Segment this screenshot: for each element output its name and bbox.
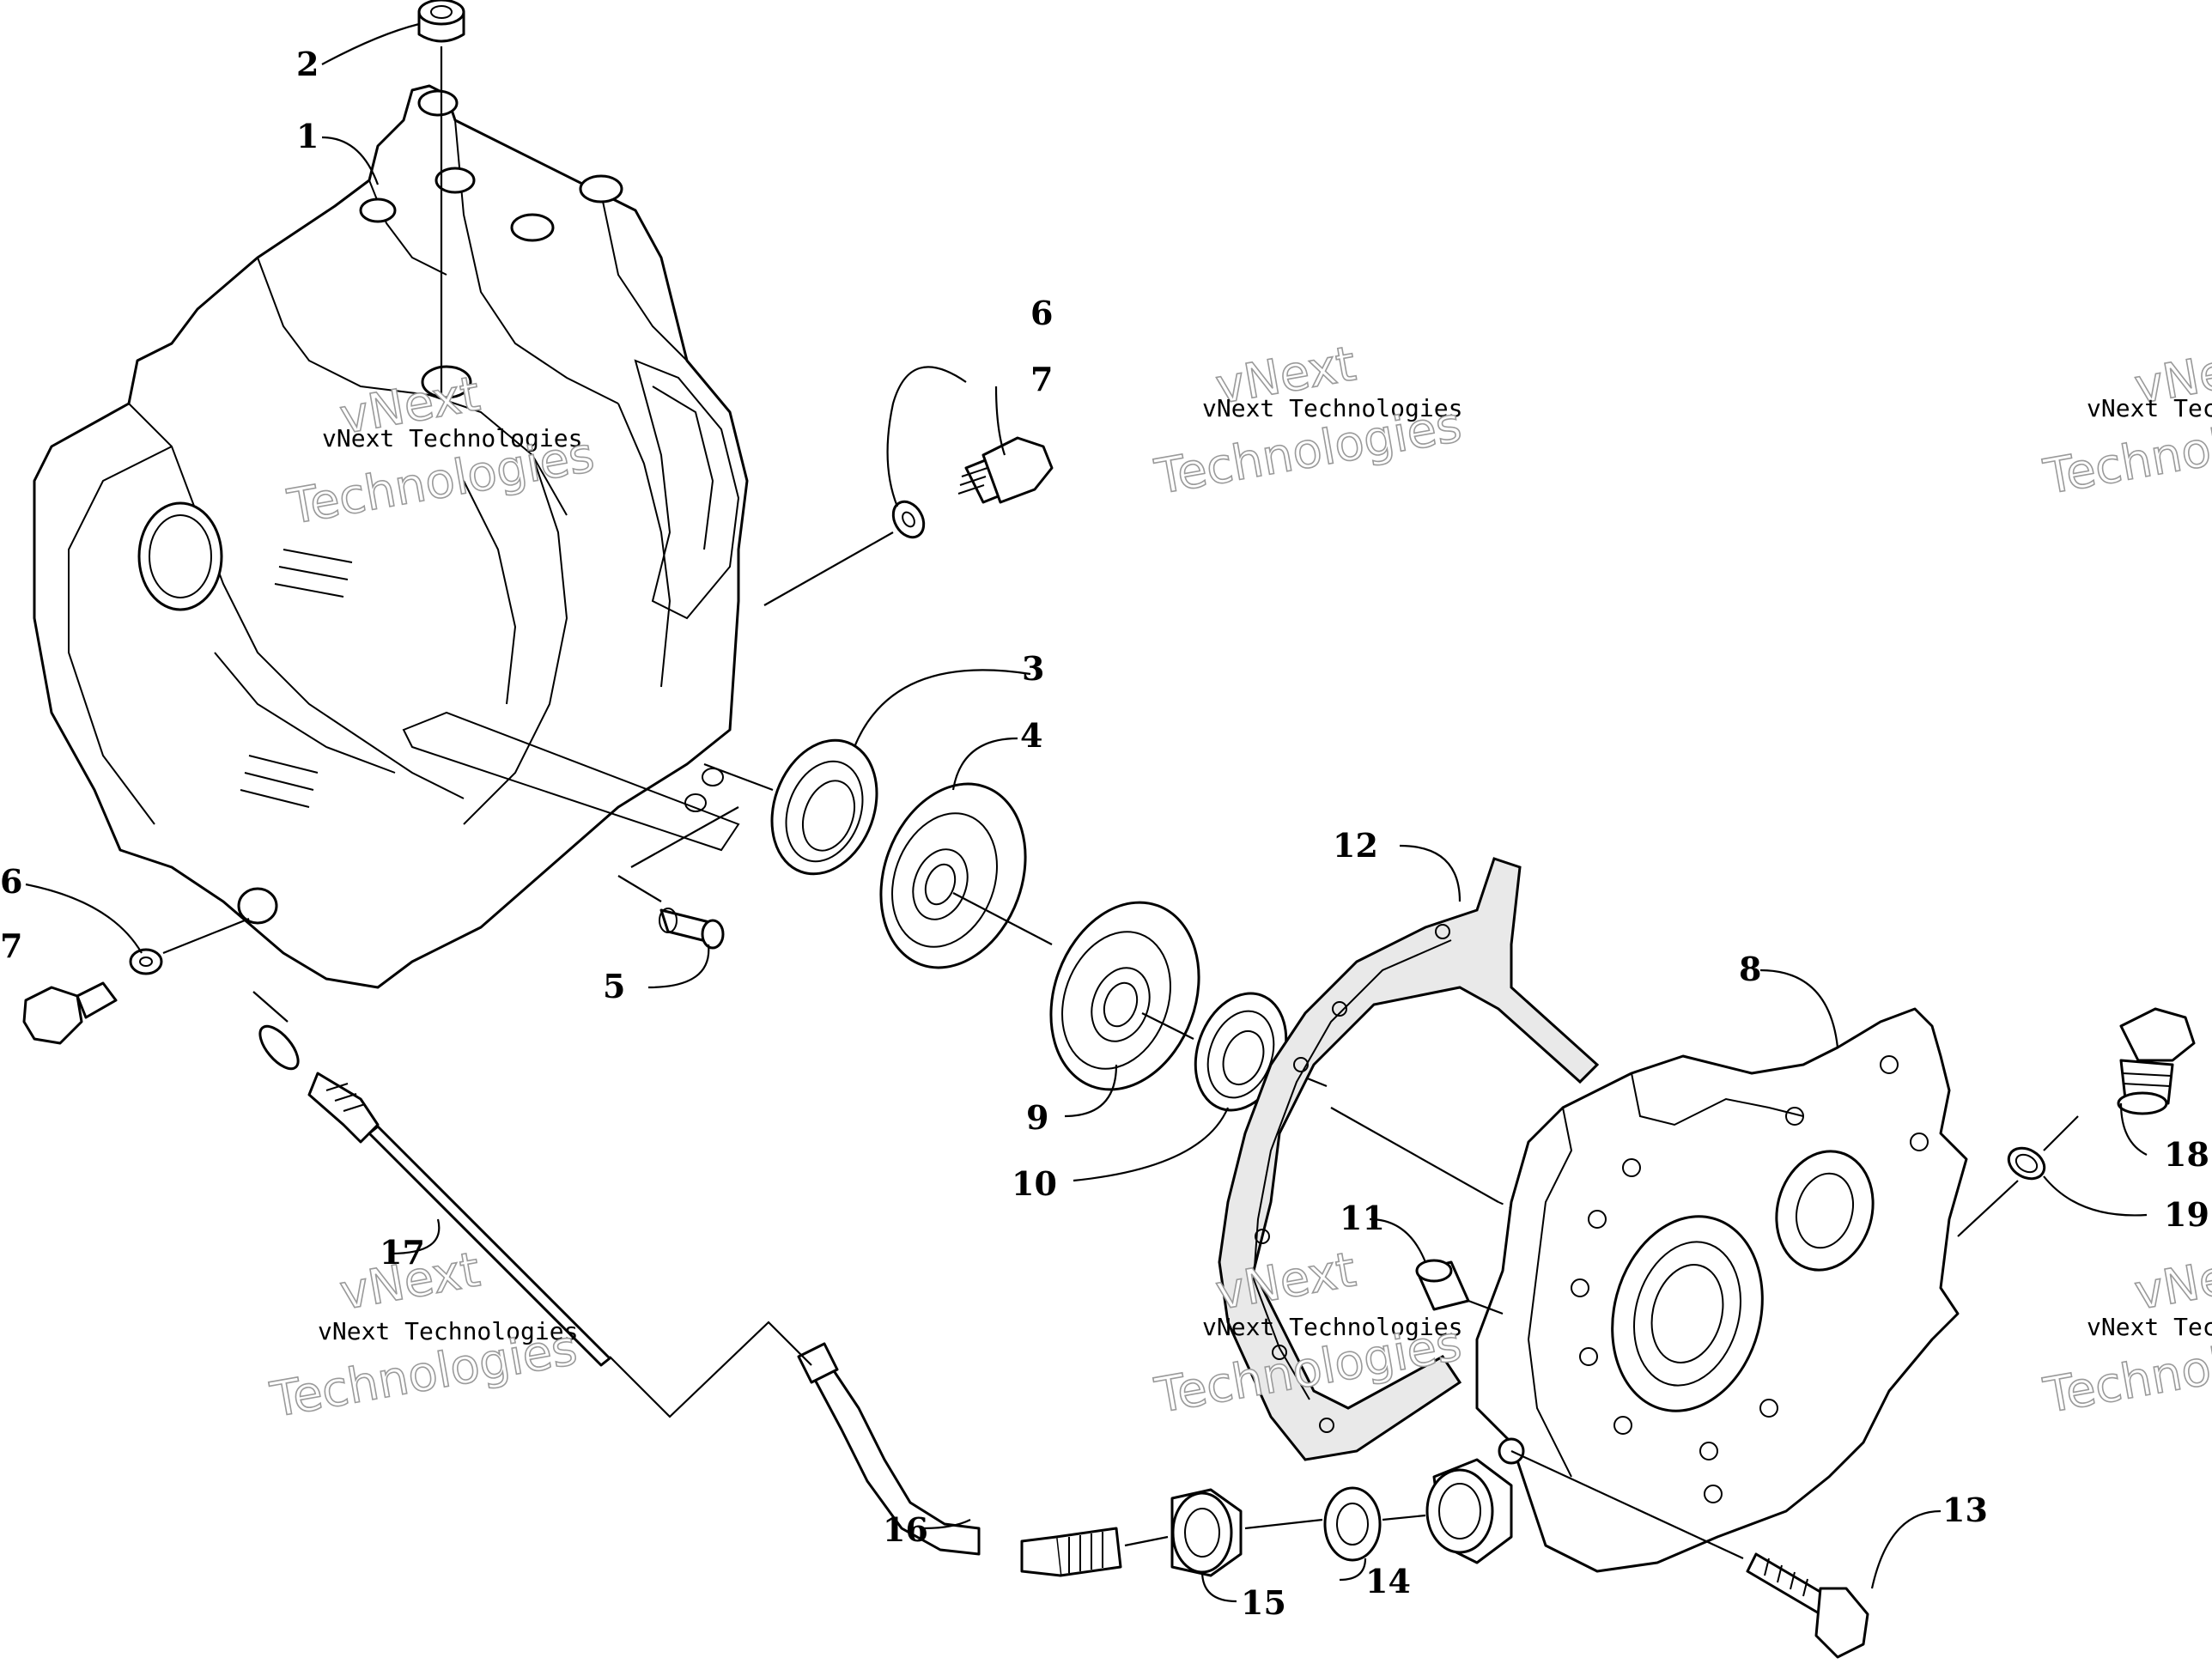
svg-text:vNext Technologies: vNext Technologies [1202, 1313, 1462, 1341]
svg-text:vNext Technologies: vNext Technologies [2087, 1313, 2212, 1341]
crankcase-left-half [33, 84, 749, 989]
callout-7-upper: 7 [1030, 360, 1053, 398]
dowel-pin-part-5 [617, 806, 739, 950]
callout-17: 17 [380, 1233, 425, 1272]
dipstick-part-17 [252, 991, 611, 1367]
callout-8: 8 [1739, 950, 1761, 988]
drain-plug-part-18 [2117, 1007, 2196, 1115]
callout-13: 13 [1942, 1491, 1988, 1529]
callout-6-lower: 6 [0, 862, 22, 901]
callout-2: 2 [296, 45, 319, 83]
oil-pipe-part-16 [609, 1321, 1169, 1577]
svg-text:vNext Technologies: vNext Technologies [322, 424, 582, 452]
oring-part-14 [1323, 1486, 1382, 1562]
bolt-part-13 [1510, 1450, 1869, 1659]
dowel-part-11 [1415, 1259, 1504, 1315]
callout-7-lower: 7 [0, 926, 22, 965]
callout-3: 3 [1022, 649, 1044, 688]
bolt-washer-upper [763, 436, 1054, 606]
watermark-3: vNext vNext Technologies Technologies [2039, 336, 2212, 507]
watermark-2: vNext vNext Technologies Technologies [1150, 336, 1466, 507]
callout-11: 11 [1340, 1199, 1385, 1237]
callout-labels: 1 2 3 4 5 6 6 7 7 8 9 10 11 12 13 14 15 … [0, 45, 2209, 1622]
callout-15: 15 [1241, 1583, 1286, 1622]
bearing-part-4 [879, 782, 1053, 969]
callout-19: 19 [2164, 1195, 2209, 1234]
callout-5: 5 [603, 967, 625, 1005]
bolt-washer-lower-left [22, 917, 250, 1045]
watermark-4: vNext vNext Technologies Technologies [265, 1242, 581, 1430]
callout-4: 4 [1020, 716, 1042, 755]
svg-text:vNext Technologies: vNext Technologies [1202, 394, 1462, 422]
callout-16: 16 [883, 1510, 928, 1549]
oil-seal-part-3 [703, 738, 878, 876]
oring-part-19 [1957, 1115, 2079, 1237]
callout-1: 1 [296, 117, 319, 155]
callout-6-upper: 6 [1030, 294, 1053, 332]
nut-part-15 [1170, 1488, 1426, 1577]
callout-12: 12 [1333, 826, 1378, 865]
crankcase-right-half [1425, 1007, 1968, 1573]
callout-leaders [25, 22, 2148, 1603]
svg-text:vNext Technologies: vNext Technologies [318, 1317, 578, 1345]
svg-text:vNext Technologies: vNext Technologies [2087, 394, 2212, 422]
callout-18: 18 [2164, 1135, 2209, 1174]
gasket-part-12 [1218, 857, 1607, 1461]
callout-14: 14 [1365, 1562, 1411, 1600]
svg-text:vNext: vNext [336, 1242, 483, 1321]
svg-text:vNext: vNext [2130, 1242, 2212, 1321]
callout-9: 9 [1026, 1098, 1048, 1137]
watermark-6: vNext vNext Technologies Technologies [2039, 1242, 2212, 1425]
dowel-sleeve-part-2 [417, 0, 465, 399]
bearing-part-9 [1049, 901, 1200, 1091]
callout-10: 10 [1012, 1164, 1057, 1203]
